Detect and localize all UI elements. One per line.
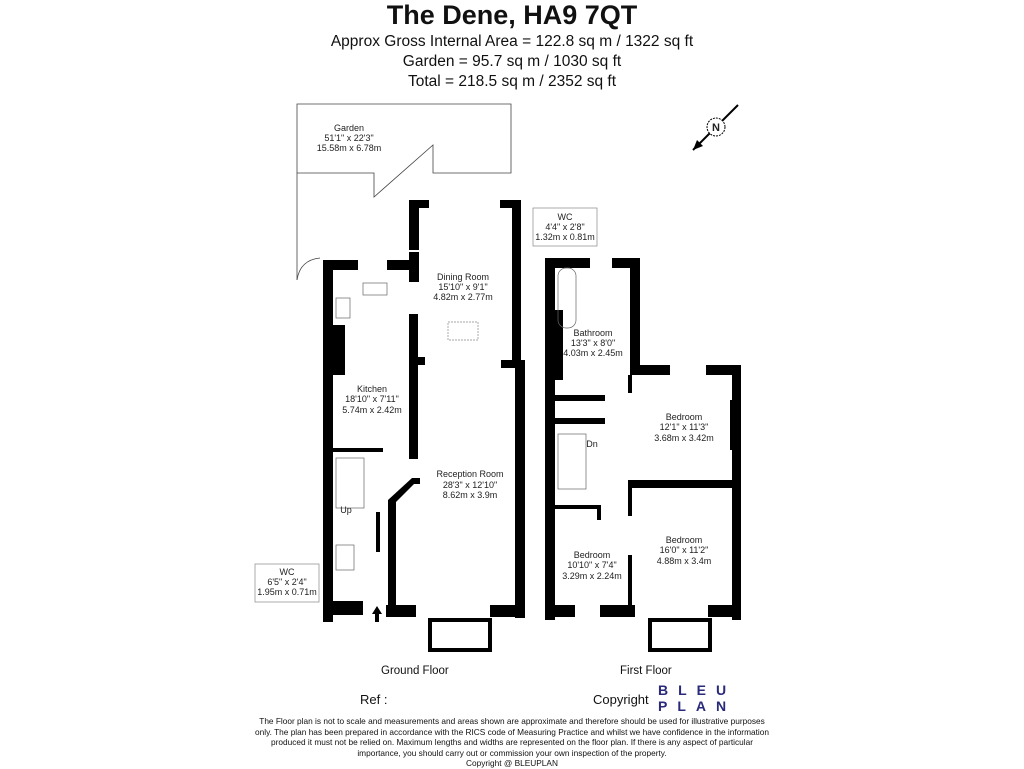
svg-text:Garden: Garden (334, 123, 364, 133)
svg-text:N: N (712, 122, 720, 134)
room-ground-wc: WC 6'5" x 2'4" 1.95m x 0.71m (257, 567, 317, 597)
svg-text:1.95m x 0.71m: 1.95m x 0.71m (257, 587, 317, 597)
first-floor-label: First Floor (620, 665, 672, 677)
svg-text:3.68m x 3.42m: 3.68m x 3.42m (654, 433, 714, 443)
room-first-wc: WC 4'4" x 2'8" 1.32m x 0.81m (535, 212, 595, 242)
svg-text:3.29m x 2.24m: 3.29m x 2.24m (562, 571, 622, 581)
svg-text:Bedroom: Bedroom (666, 535, 703, 545)
stairs-down-label: Dn (586, 439, 598, 449)
room-garden: Garden 51'1" x 22'3" 15.58m x 6.78m (317, 123, 382, 153)
ref-label: Ref : (360, 692, 388, 707)
svg-text:4.82m x 2.77m: 4.82m x 2.77m (433, 292, 493, 302)
svg-text:51'1" x 22'3": 51'1" x 22'3" (324, 133, 373, 143)
svg-text:1.32m x 0.81m: 1.32m x 0.81m (535, 232, 595, 242)
room-dining: Dining Room 15'10" x 9'1" 4.82m x 2.77m (433, 272, 493, 302)
room-bedroom-2: Bedroom 16'0" x 11'2" 4.88m x 3.4m (657, 535, 712, 566)
svg-text:Reception Room: Reception Room (436, 469, 503, 479)
svg-text:28'3" x 12'10": 28'3" x 12'10" (443, 480, 497, 490)
disclaimer-text: The Floor plan is not to scale and measu… (255, 716, 769, 758)
svg-text:6'5" x 2'4": 6'5" x 2'4" (267, 577, 306, 587)
bleuplan-logo: BLEU PLAN (658, 682, 736, 714)
room-kitchen: Kitchen 18'10" x 7'11" 5.74m x 2.42m (342, 384, 402, 415)
svg-text:4.03m x 2.45m: 4.03m x 2.45m (563, 348, 623, 358)
svg-text:5.74m x 2.42m: 5.74m x 2.42m (342, 405, 402, 415)
svg-text:Bedroom: Bedroom (574, 550, 611, 560)
svg-text:15'10" x 9'1": 15'10" x 9'1" (438, 282, 487, 292)
svg-text:Dining Room: Dining Room (437, 272, 489, 282)
ground-floor-walls (323, 200, 525, 652)
copyright-line: Copyright @ BLEUPLAN (466, 758, 558, 769)
first-floor-walls (254, 207, 741, 652)
svg-text:12'1" x 11'3": 12'1" x 11'3" (660, 422, 709, 432)
disclaimer: The Floor plan is not to scale and measu… (250, 716, 774, 769)
room-bedroom-1: Bedroom 12'1" x 11'3" 3.68m x 3.42m (654, 412, 714, 443)
internal-area: Approx Gross Internal Area = 122.8 sq m … (330, 33, 694, 50)
logo-line-1: BLEU (658, 682, 737, 698)
svg-text:WC: WC (280, 567, 295, 577)
svg-text:16'0" x 11'2": 16'0" x 11'2" (660, 545, 709, 555)
svg-text:10'10" x 7'4": 10'10" x 7'4" (567, 560, 616, 570)
svg-text:4'4" x 2'8": 4'4" x 2'8" (545, 222, 584, 232)
svg-text:8.62m x 3.9m: 8.62m x 3.9m (443, 490, 498, 500)
ground-floor-label: Ground Floor (381, 665, 449, 677)
logo-line-2: PLAN (658, 698, 737, 714)
north-arrow-icon: N (692, 104, 739, 151)
stairs-up-label: Up (340, 505, 352, 515)
garden-outline (296, 103, 512, 281)
room-bedroom-3: Bedroom 10'10" x 7'4" 3.29m x 2.24m (562, 550, 622, 581)
svg-text:Kitchen: Kitchen (357, 384, 387, 394)
svg-text:Bedroom: Bedroom (666, 412, 703, 422)
svg-text:15.58m x 6.78m: 15.58m x 6.78m (317, 143, 382, 153)
garden-area: Garden = 95.7 sq m / 1030 sq ft (402, 53, 622, 70)
svg-text:4.88m x 3.4m: 4.88m x 3.4m (657, 556, 712, 566)
svg-text:13'3" x 8'0": 13'3" x 8'0" (571, 338, 615, 348)
svg-text:18'10" x 7'11": 18'10" x 7'11" (345, 394, 399, 404)
room-bathroom: Bathroom 13'3" x 8'0" 4.03m x 2.45m (563, 328, 623, 358)
copyright-label: Copyright (593, 692, 649, 707)
svg-text:WC: WC (558, 212, 573, 222)
page-title: The Dene, HA9 7QT (386, 0, 638, 30)
svg-text:Bathroom: Bathroom (573, 328, 612, 338)
room-reception: Reception Room 28'3" x 12'10" 8.62m x 3.… (436, 469, 503, 500)
total-area: Total = 218.5 sq m / 2352 sq ft (407, 73, 617, 90)
